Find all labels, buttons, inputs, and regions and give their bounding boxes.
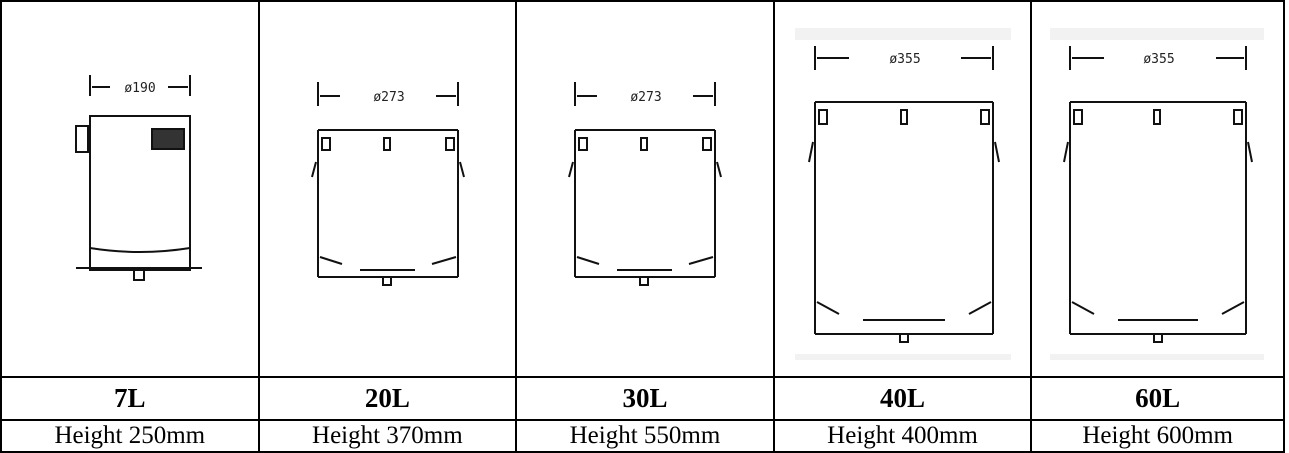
height-30l: Height 550mm [515,419,775,453]
capacity-40l: 40L [772,376,1033,421]
tank-drawing-40l: ø355 [794,28,1011,360]
tank-drawing-7l: ø190 [75,75,202,281]
height-20l: Height 370mm [257,419,518,453]
diameter-label-40l: ø355 [889,52,920,67]
drawing-cell-40l: ø355 [772,0,1033,378]
capacity-row: 7L 20L 30L 40L 60L [0,376,1285,421]
tank-drawing-30l: ø273 [568,82,723,286]
height-7l: Height 250mm [0,419,260,453]
height-row: Height 250mm Height 370mm Height 550mm H… [0,419,1285,453]
height-60l: Height 600mm [1030,419,1285,453]
capacity-7l: 7L [0,376,260,421]
capacity-30l: 30L [515,376,775,421]
diameter-label-7l: ø190 [124,81,155,96]
drawing-cell-20l: ø273 [257,0,518,378]
diameter-label-30l: ø273 [631,90,662,105]
tank-drawing-20l: ø273 [310,82,465,286]
capacity-60l: 60L [1030,376,1285,421]
height-40l: Height 400mm [772,419,1033,453]
drawing-row: ø190 [0,0,1285,378]
diameter-label-60l: ø355 [1144,52,1175,67]
capacity-20l: 20L [257,376,518,421]
drawing-cell-30l: ø273 [515,0,775,378]
diameter-label-20l: ø273 [373,90,404,105]
drawing-cell-60l: ø355 [1030,0,1285,378]
tank-drawing-60l: ø355 [1050,28,1265,360]
drawing-cell-7l: ø190 [0,0,260,378]
